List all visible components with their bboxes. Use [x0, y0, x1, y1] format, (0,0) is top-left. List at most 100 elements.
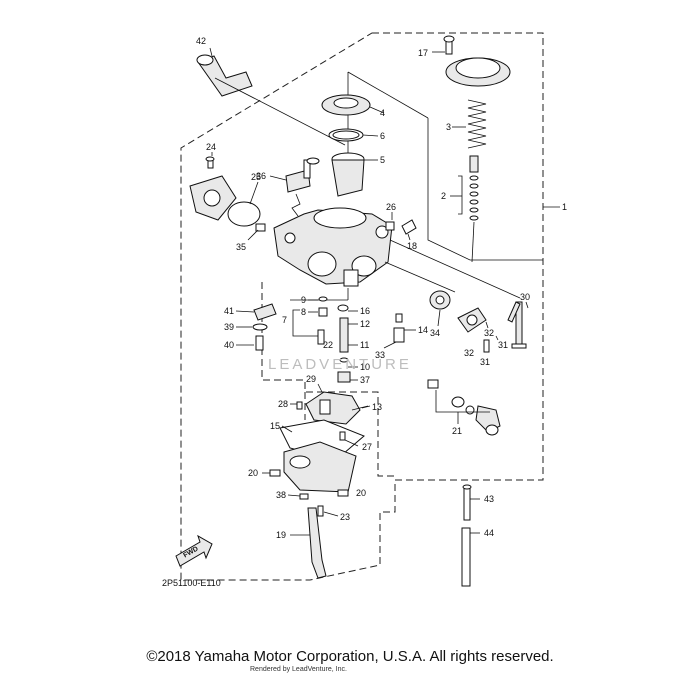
callout-29: 29	[306, 374, 316, 384]
callout-19: 19	[276, 530, 286, 540]
spring-part	[467, 99, 487, 149]
callout-14: 14	[418, 325, 428, 335]
leader-36	[269, 175, 287, 181]
callout-41: 41	[224, 306, 234, 316]
callout-32a: 32	[484, 328, 494, 338]
callout-20b: 20	[356, 488, 366, 498]
callout-36: 36	[256, 171, 266, 181]
callout-13: 13	[372, 402, 382, 412]
leader-38	[287, 494, 301, 497]
assembly-boundary-dashed	[180, 32, 544, 581]
diagram-code: 2P51100-E110	[162, 578, 221, 588]
callout-30: 30	[520, 292, 530, 302]
screws-20-part	[269, 469, 349, 517]
leader-31a	[495, 335, 499, 341]
elbow-hose-part	[196, 54, 253, 97]
renderer-credit: Rendered by LeadVenture, Inc.	[250, 666, 347, 673]
leader-2	[458, 175, 463, 215]
leader-6	[362, 134, 379, 137]
assembly-bracket-1	[427, 118, 543, 261]
callout-35: 35	[236, 242, 246, 252]
callout-3: 3	[446, 122, 451, 132]
callout-23: 23	[340, 512, 350, 522]
piston-part	[331, 152, 365, 197]
leader-21	[435, 390, 490, 413]
leader-33	[383, 341, 397, 349]
leader-34	[437, 309, 441, 327]
copyright-text: ©2018 Yamaha Motor Corporation, U.S.A. A…	[146, 648, 554, 665]
callout-44: 44	[484, 528, 494, 538]
callout-7: 7	[282, 315, 287, 325]
callout-39: 39	[224, 322, 234, 332]
watermark: LEADVENTURE	[268, 356, 412, 373]
callout-42: 42	[196, 36, 206, 46]
bracket-7	[292, 309, 318, 337]
leader-23	[323, 511, 339, 517]
callout-22: 22	[323, 340, 333, 350]
callout-27: 27	[362, 442, 372, 452]
cover-34-part	[429, 290, 487, 333]
fwd-arrow-icon	[175, 534, 213, 567]
callout-17: 17	[418, 48, 428, 58]
leader-15	[281, 425, 293, 433]
callout-8: 8	[301, 307, 306, 317]
callout-10: 10	[360, 362, 370, 372]
float-29-part	[296, 391, 369, 425]
screw-18-part	[401, 219, 417, 235]
leader-27	[344, 439, 359, 447]
fitting-43-part	[462, 484, 472, 521]
callout-31a: 31	[498, 340, 508, 350]
leader-25	[249, 181, 259, 205]
callout-34: 34	[430, 328, 440, 338]
leader-29	[317, 383, 323, 393]
callout-25: 25	[251, 172, 261, 182]
float-bowl-part	[279, 419, 365, 493]
callout-40: 40	[224, 340, 234, 350]
needle-set-part	[469, 155, 479, 263]
callout-37: 37	[360, 375, 370, 385]
leader-35	[247, 229, 259, 241]
callout-2: 2	[441, 191, 446, 201]
hose-30-part	[507, 301, 527, 349]
callout-24: 24	[206, 142, 216, 152]
leader-13	[361, 405, 371, 409]
callout-26: 26	[386, 202, 396, 212]
plate-41-part	[252, 303, 277, 351]
leader-32a	[485, 321, 489, 329]
callout-1: 1	[562, 202, 567, 212]
fitting-21-part	[427, 379, 501, 436]
callout-33: 33	[375, 350, 385, 360]
plug-26-part	[385, 221, 395, 231]
screw-31-part	[483, 339, 490, 353]
float-bowl-group-dashed	[261, 282, 395, 477]
leader-42	[209, 47, 213, 57]
leader-30	[525, 301, 529, 309]
callout-16: 16	[360, 306, 370, 316]
callout-20a: 20	[248, 468, 258, 478]
hose-44-part	[461, 527, 471, 587]
screw-24-part	[205, 156, 215, 169]
callout-43: 43	[484, 494, 494, 504]
drain-hose-19-part	[307, 507, 327, 579]
top-cover-part	[443, 35, 511, 87]
leader-42-line	[214, 77, 346, 146]
callout-9: 9	[301, 295, 306, 305]
callout-32b: 32	[464, 348, 474, 358]
bracket-top	[347, 71, 429, 119]
callout-31b: 31	[480, 357, 490, 367]
cover-plate-25-part	[189, 175, 261, 227]
carburetor-body-part	[273, 207, 393, 287]
callout-4: 4	[380, 108, 385, 118]
callout-5: 5	[380, 155, 385, 165]
cable-guide-36-part	[285, 157, 320, 217]
jets-part	[317, 296, 405, 383]
ring-part	[328, 128, 364, 142]
callout-18: 18	[407, 241, 417, 251]
callout-12: 12	[360, 319, 370, 329]
diaphragm-part	[321, 94, 371, 116]
leader-4	[369, 106, 385, 114]
callout-38: 38	[276, 490, 286, 500]
callout-11: 11	[360, 340, 369, 350]
leader-18	[407, 233, 411, 241]
